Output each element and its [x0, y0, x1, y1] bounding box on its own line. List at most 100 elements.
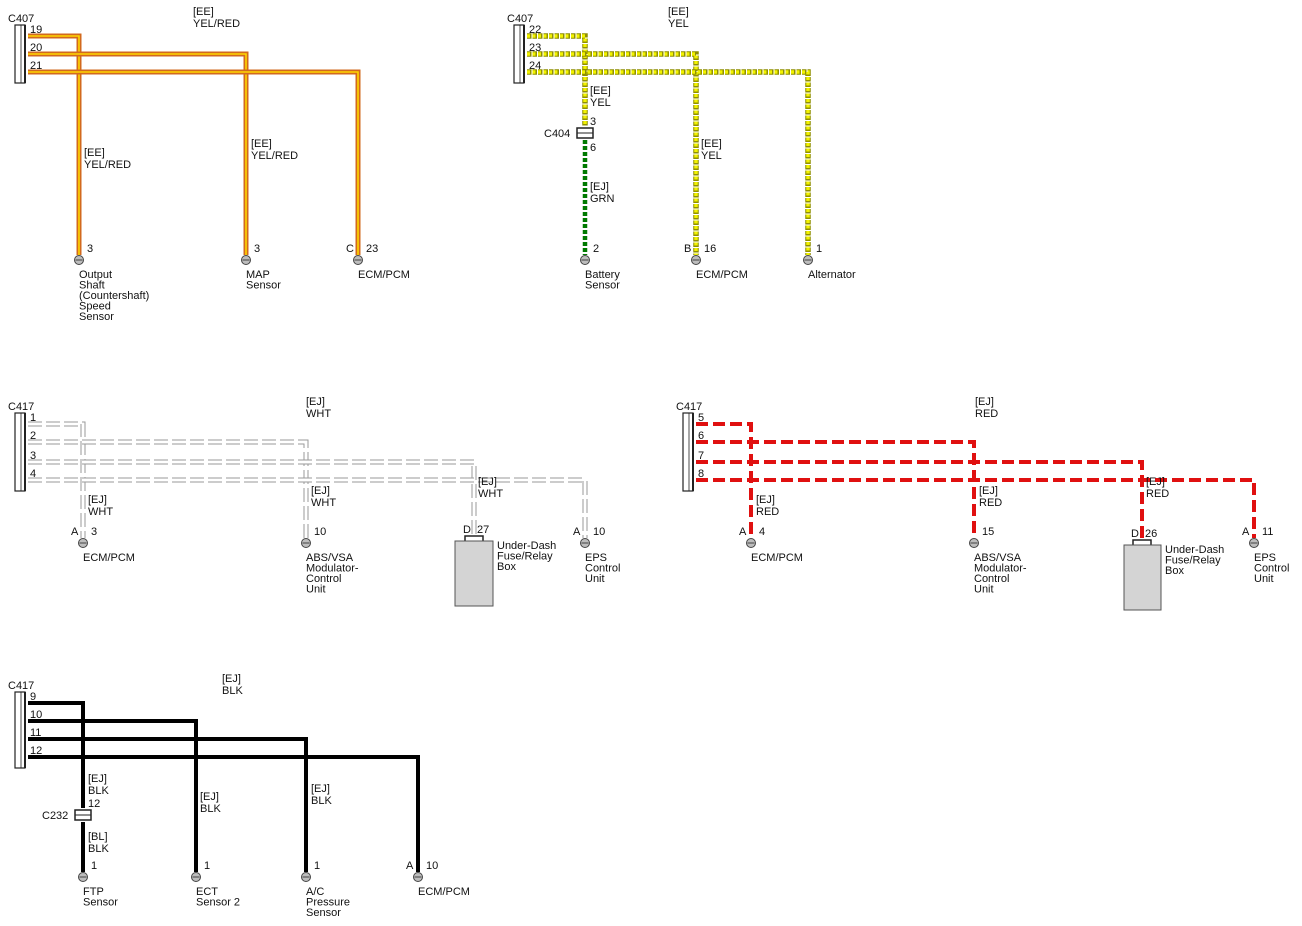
- terminal: [301, 538, 311, 548]
- drop-label-code: [EE]: [590, 85, 611, 97]
- drop-label-color: RED: [1146, 488, 1169, 500]
- drop-label-code: [EJ]: [756, 494, 775, 506]
- pin-label: 16: [704, 243, 716, 255]
- inline-wire-label-code: [EJ]: [590, 181, 609, 193]
- connector-c407-yel-red: [14, 24, 26, 84]
- connector-name: C417: [676, 401, 702, 413]
- drop-label: [EJ]RED: [979, 485, 1002, 509]
- pin-label: 3: [254, 243, 260, 255]
- inline-wire-label-code: [BL]: [88, 831, 108, 843]
- wire-c417-wht-2: [28, 459, 477, 537]
- drop-label-color: BLK: [311, 795, 332, 807]
- drop-label-code: [EJ]: [478, 476, 497, 488]
- drop-label-code: [EJ]: [88, 494, 107, 506]
- component-label: FTP: [83, 886, 104, 898]
- connector-c417-red: [682, 412, 694, 492]
- connector-name: C407: [8, 13, 34, 25]
- wire-c417-red-1: [696, 440, 976, 538]
- drop-label: [EE]YEL: [590, 85, 611, 109]
- trunk-label: [EE]YEL: [668, 6, 689, 30]
- connector-pin: 5: [698, 412, 704, 424]
- connector-pin: 4: [30, 468, 36, 480]
- drop-label-color: WHT: [478, 488, 503, 500]
- wire-c407-yel-0: [527, 33, 588, 126]
- component-label: Unit: [585, 573, 605, 585]
- component-label: Sensor: [83, 897, 118, 909]
- pin-label: 10: [593, 526, 605, 538]
- drop-label: [EJ]BLK: [311, 783, 332, 807]
- component-label: Battery: [585, 269, 620, 281]
- component-label: Unit: [306, 584, 326, 596]
- connector-pin: 12: [30, 745, 42, 757]
- connector-name: C407: [507, 13, 533, 25]
- pin-label: 1: [816, 243, 822, 255]
- connector-name: C417: [8, 680, 34, 692]
- wire-c407-yel-red-1: [28, 51, 249, 255]
- cavity-label: D: [1131, 528, 1139, 540]
- drop-label-color: BLK: [200, 803, 221, 815]
- connector-pin: 11: [30, 727, 41, 739]
- connector-c417-wht: [14, 412, 26, 492]
- trunk-label: [EJ]RED: [975, 396, 998, 420]
- wire-c417-red-0: [696, 422, 753, 538]
- inline-pin-top: 3: [590, 116, 596, 128]
- wire-c417-red-2: [696, 460, 1144, 541]
- cavity-label: A: [71, 526, 79, 538]
- terminal: [969, 538, 979, 548]
- component-label: Modulator-: [306, 563, 359, 575]
- component-label: Control: [1254, 563, 1289, 575]
- wire-c417-wht-0: [28, 421, 86, 538]
- component-label: EPS: [585, 552, 607, 564]
- component-label: Control: [306, 573, 341, 585]
- drop-label-code: [EJ]: [311, 485, 330, 497]
- pin-label: 1: [91, 860, 97, 872]
- connector-pin: 19: [30, 24, 42, 36]
- component-label: ECM/PCM: [751, 552, 803, 564]
- drop-label-color: RED: [979, 497, 1002, 509]
- component-label: ECM/PCM: [696, 269, 748, 281]
- pin-label: 1: [314, 860, 320, 872]
- connector-pin: 23: [529, 42, 541, 54]
- connector-pin: 22: [529, 24, 541, 36]
- component-label: MAP: [246, 269, 270, 281]
- connector-pin: 20: [30, 42, 42, 54]
- component-label: Alternator: [808, 269, 856, 281]
- trunk-label-color: WHT: [306, 408, 331, 420]
- wire-group-c417-blk: C4179101112[EJ]BLK[EJ]BLK[EJ]BLK[EJ]BLKC…: [8, 673, 470, 919]
- drop-label-color: WHT: [311, 497, 336, 509]
- trunk-label-code: [EJ]: [222, 673, 241, 685]
- inline-wire-label: [EJ]GRN: [590, 181, 615, 205]
- component-label: ECM/PCM: [418, 886, 470, 898]
- terminal: [691, 255, 701, 265]
- connector-pin: 6: [698, 430, 704, 442]
- terminal: [746, 538, 756, 548]
- terminal: [191, 872, 201, 882]
- connector-c407-yel: [513, 24, 525, 84]
- inline-connector-name: C232: [42, 810, 68, 822]
- connector-c417-blk: [14, 691, 26, 769]
- component-label: ABS/VSA: [306, 552, 354, 564]
- component-label: (Countershaft): [79, 290, 149, 302]
- pin-label: 3: [91, 526, 97, 538]
- drop-label: [EJ]RED: [1146, 476, 1169, 500]
- inline-pin-top: 12: [88, 798, 100, 810]
- pin-label: 10: [314, 526, 326, 538]
- wire-c417-wht-1: [28, 439, 309, 538]
- terminal: [301, 872, 311, 882]
- drop-label-code: [EE]: [701, 138, 722, 150]
- pin-label: 2: [593, 243, 599, 255]
- terminal: [580, 538, 590, 548]
- connector-pin: 24: [529, 60, 541, 72]
- connector-pin: 8: [698, 468, 704, 480]
- terminal: [413, 872, 423, 882]
- component-label: Sensor 2: [196, 897, 240, 909]
- component-label: Fuse/Relay: [1165, 555, 1221, 567]
- component-label: Box: [497, 561, 516, 573]
- drop-label-code: [EJ]: [200, 791, 219, 803]
- trunk-label-color: YEL: [668, 18, 689, 30]
- component-label: Shaft: [79, 280, 105, 292]
- trunk-label-color: BLK: [222, 685, 243, 697]
- terminal: [1249, 538, 1259, 548]
